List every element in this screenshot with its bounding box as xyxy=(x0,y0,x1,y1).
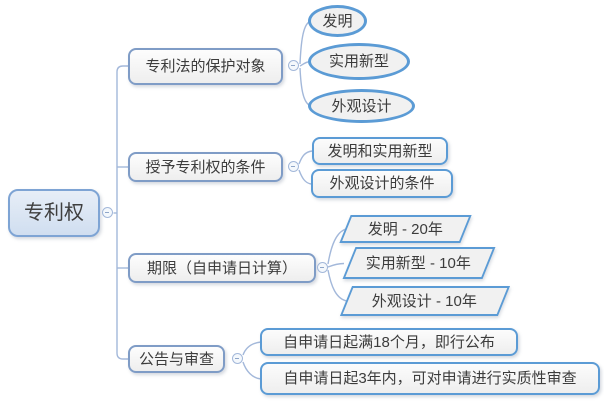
leaf-label: 外观设计 xyxy=(331,97,392,115)
leaf-label: 自申请日起满18个月，即行公布 xyxy=(283,333,495,351)
node-publication-18-months[interactable]: 自申请日起满18个月，即行公布 xyxy=(260,328,518,356)
node-invention[interactable]: 发明 xyxy=(308,5,367,37)
leaf-label: 发明和实用新型 xyxy=(327,142,433,160)
node-design[interactable]: 外观设计 xyxy=(308,89,415,123)
node-substantive-examination-3-years[interactable]: 自申请日起3年内，可对申请进行实质性审查 xyxy=(260,362,600,395)
collapse-icon[interactable] xyxy=(232,353,243,364)
node-invention-utility-conditions[interactable]: 发明和实用新型 xyxy=(312,137,448,165)
node-utility-model[interactable]: 实用新型 xyxy=(308,43,410,80)
node-term-invention-20y[interactable]: 发明 - 20年 xyxy=(339,215,472,243)
leaf-label: 外观设计 - 10年 xyxy=(372,292,478,310)
collapse-icon[interactable] xyxy=(288,60,299,71)
leaf-label: 外观设计的条件 xyxy=(329,175,435,192)
collapse-icon[interactable] xyxy=(317,262,328,273)
branch-label: 期限（自申请日计算） xyxy=(146,259,297,277)
node-design-conditions[interactable]: 外观设计的条件 xyxy=(311,169,453,198)
leaf-label: 实用新型 xyxy=(328,53,389,70)
collapse-icon[interactable] xyxy=(288,161,299,172)
node-term-utility-10y[interactable]: 实用新型 - 10年 xyxy=(342,247,496,279)
branch-label: 授予专利权的条件 xyxy=(145,158,266,176)
branch-node-protection-objects[interactable]: 专利法的保护对象 xyxy=(128,48,283,85)
node-term-design-10y[interactable]: 外观设计 - 10年 xyxy=(339,286,511,316)
branch-node-grant-conditions[interactable]: 授予专利权的条件 xyxy=(128,152,283,182)
branch-label: 公告与审查 xyxy=(138,350,214,368)
leaf-label: 自申请日起3年内，可对申请进行实质性审查 xyxy=(283,370,577,387)
leaf-label: 发明 xyxy=(322,12,353,30)
leaf-label: 实用新型 - 10年 xyxy=(366,254,472,272)
branch-node-term[interactable]: 期限（自申请日计算） xyxy=(128,253,316,283)
branch-label: 专利法的保护对象 xyxy=(145,58,266,75)
leaf-label: 发明 - 20年 xyxy=(367,220,443,238)
collapse-icon[interactable] xyxy=(102,207,113,218)
root-node-patent-right[interactable]: 专利权 xyxy=(8,189,100,237)
root-label: 专利权 xyxy=(24,202,84,224)
branch-node-publication-examination[interactable]: 公告与审查 xyxy=(128,345,225,373)
